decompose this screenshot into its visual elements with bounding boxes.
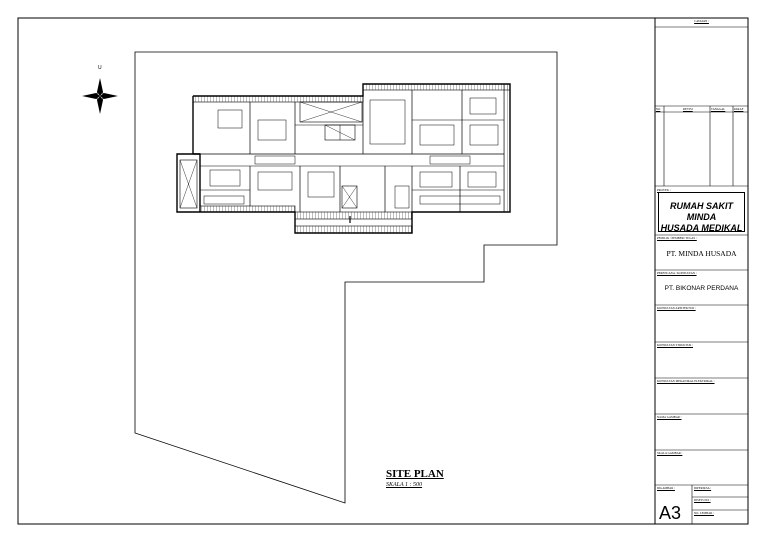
project-name-line2: HUSADA MEDIKAL [660, 223, 743, 233]
drawing-scale-label: SKALA GAMBAR : [657, 451, 683, 455]
planner-name: PT. BIKONAR PERDANA [664, 285, 739, 292]
notes-header: CATATAN : [694, 19, 709, 23]
drawing-scale: SKALA 1 : 500 [386, 482, 423, 488]
north-arrow-icon [82, 78, 118, 114]
architecture-consultant-label: KONSULTAN ARSITEKTUR : [657, 306, 696, 310]
project-name-line1: RUMAH SAKIT MINDA [670, 201, 733, 222]
owner-label: PEMILIK / PEMBERI TUGAS : [657, 236, 697, 240]
title-block: CATATAN : NO REVISI TANGGAL PARAF PROYEK… [655, 18, 748, 524]
sheet-border [17, 17, 749, 525]
revision-header-tanggal: TANGGAL [711, 107, 726, 111]
revision-header-no: NO [656, 107, 661, 111]
sheet-number-label: NO. LEMBAR : [694, 511, 714, 515]
site-boundary [134, 51, 558, 504]
drawn-by-label: DIGAMBAR : [657, 486, 675, 490]
planner-label: PERENCANA / KONSULTAN : [657, 271, 697, 275]
building-floor-plan [176, 83, 511, 234]
revision-header-paraf: PARAF [734, 107, 744, 111]
owner-name: PT. MINDA HUSADA [666, 249, 737, 258]
drawing-name-label: NAMA GAMBAR : [657, 415, 682, 419]
title-block-grid [655, 26, 748, 524]
checked-by-label: DIPERIKSA : [694, 486, 712, 490]
north-label: U [98, 65, 102, 71]
project-name-box: RUMAH SAKIT MINDA HUSADA MEDIKAL [658, 192, 745, 233]
revision-header-revisi: REVISI [683, 107, 693, 111]
project-label: PROYEK : [657, 188, 671, 192]
sheet-size: A3 [659, 503, 682, 523]
mep-consultant-label: KONSULTAN MEKANIKAL ELEKTRIKAL : [657, 379, 715, 383]
structure-consultant-label: KONSULTAN STRUKTUR : [657, 343, 693, 347]
approved-by-label: DISETUJUI : [694, 498, 711, 502]
drawing-title: SITE PLAN [386, 468, 444, 480]
